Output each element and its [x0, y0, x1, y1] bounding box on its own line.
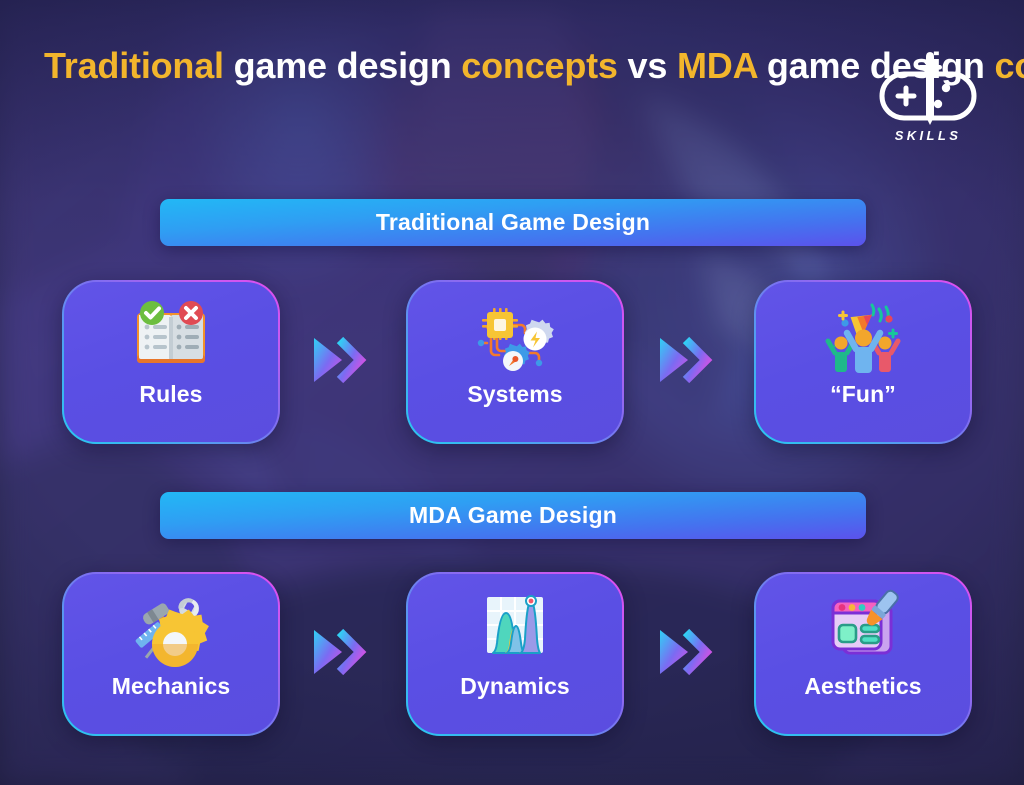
- gamepad-sword-icon: [879, 52, 977, 125]
- card-label: Systems: [467, 381, 563, 407]
- curve-chart-icon: [469, 589, 561, 669]
- card-mechanics[interactable]: Mechanics: [62, 572, 280, 736]
- banner-label: MDA Game Design: [409, 502, 617, 528]
- gd-skills-logo: SKILLS: [874, 48, 982, 144]
- section-banner-mda: MDA Game Design: [160, 492, 866, 539]
- double-chevron-right-icon: [308, 622, 370, 682]
- title-segment-1: game design: [223, 45, 462, 86]
- window-paintbrush-icon: [817, 589, 909, 669]
- card-aesthetics[interactable]: Aesthetics: [754, 572, 972, 736]
- card-label: Rules: [139, 381, 203, 407]
- logo-wordmark: SKILLS: [894, 128, 962, 143]
- card-label: “Fun”: [830, 381, 896, 407]
- title-segment-0: Traditional: [44, 45, 224, 86]
- card-dynamics[interactable]: Dynamics: [406, 572, 624, 736]
- title-segment-4: MDA: [677, 45, 758, 86]
- card-row-traditional: Rules: [0, 280, 1024, 444]
- banner-label: Traditional Game Design: [375, 209, 651, 235]
- card-systems[interactable]: Systems: [406, 280, 624, 444]
- title-segment-6: concepts: [994, 45, 1024, 86]
- circuit-gears-icon: [469, 297, 561, 377]
- title-segment-2: concepts: [461, 45, 618, 86]
- rulebook-icon: [125, 297, 217, 377]
- card-label: Mechanics: [111, 673, 231, 699]
- card-row-mda: Mechanics: [0, 572, 1024, 736]
- double-chevron-right-icon: [654, 330, 716, 390]
- card-fun[interactable]: “Fun”: [754, 280, 972, 444]
- card-rules[interactable]: Rules: [62, 280, 280, 444]
- page-title: Traditional game design concepts vs MDA …: [44, 42, 1024, 90]
- celebration-icon: [817, 297, 909, 377]
- card-label: Dynamics: [460, 673, 570, 699]
- double-chevron-right-icon: [308, 330, 370, 390]
- gear-tools-icon: [125, 589, 217, 669]
- title-segment-3: vs: [617, 45, 677, 86]
- section-banner-traditional: Traditional Game Design: [160, 199, 866, 246]
- card-label: Aesthetics: [804, 673, 922, 699]
- double-chevron-right-icon: [654, 622, 716, 682]
